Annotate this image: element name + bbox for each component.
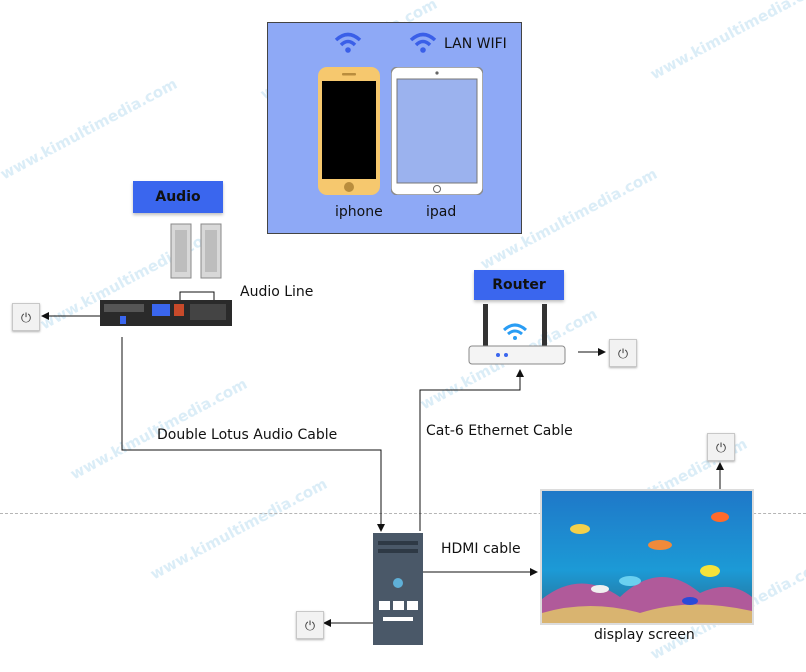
mobile-devices-panel: LAN WIFI iphone ipad bbox=[267, 22, 522, 234]
iphone-icon bbox=[318, 67, 380, 195]
router-badge: Router bbox=[474, 270, 564, 300]
wifi-icon bbox=[409, 32, 437, 53]
svg-text:⏻: ⏻ bbox=[305, 619, 315, 634]
divider-line bbox=[0, 513, 806, 514]
svg-text:⏻: ⏻ bbox=[716, 441, 726, 456]
ethernet-cable-label: Cat-6 Ethernet Cable bbox=[426, 423, 573, 439]
media-player-icon bbox=[373, 533, 423, 645]
hdmi-cable-label: HDMI cable bbox=[441, 541, 521, 557]
display-screen-label: display screen bbox=[594, 627, 695, 643]
amplifier-icon bbox=[100, 300, 232, 326]
ipad-icon bbox=[391, 67, 483, 195]
power-outlet-icon: ⏻ bbox=[296, 611, 324, 639]
power-outlet-icon: ⏻ bbox=[609, 339, 637, 367]
audio-line-label: Audio Line bbox=[240, 284, 314, 300]
svg-text:⏻: ⏻ bbox=[618, 347, 628, 362]
ipad-label: ipad bbox=[426, 204, 457, 220]
power-outlet-icon: ⏻ bbox=[707, 433, 735, 461]
audio-badge: Audio bbox=[133, 181, 223, 213]
lan-wifi-label: LAN WIFI bbox=[444, 36, 507, 52]
iphone-label: iphone bbox=[335, 204, 383, 220]
audio-cable-label: Double Lotus Audio Cable bbox=[157, 427, 338, 443]
router-icon bbox=[468, 304, 566, 365]
speakers-icon bbox=[170, 223, 222, 279]
display-screen-icon bbox=[540, 489, 754, 625]
wifi-icon bbox=[334, 32, 362, 53]
svg-text:⏻: ⏻ bbox=[21, 311, 31, 326]
power-outlet-icon: ⏻ bbox=[12, 303, 40, 331]
